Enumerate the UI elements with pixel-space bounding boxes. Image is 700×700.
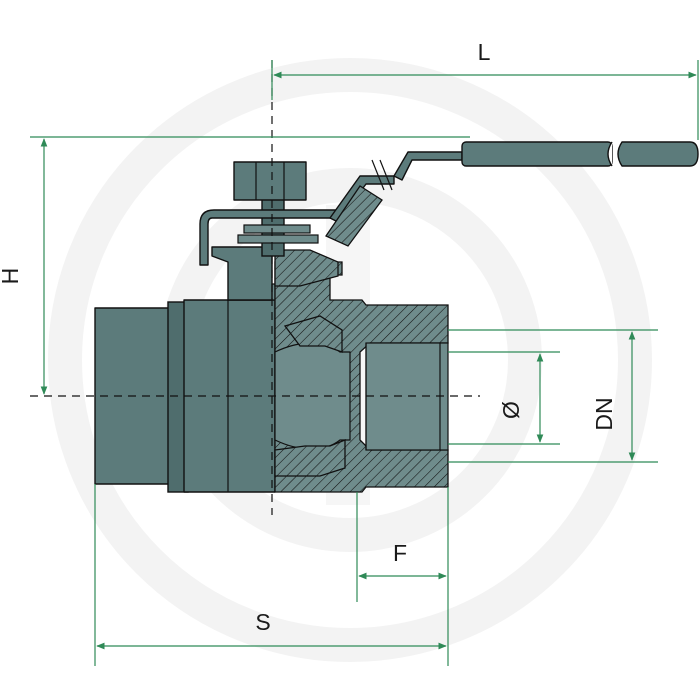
lever-end bbox=[617, 141, 699, 167]
label-H: H bbox=[0, 268, 23, 285]
label-S: S bbox=[255, 609, 270, 635]
locking-tab bbox=[325, 185, 383, 247]
dimension-DN: DN bbox=[448, 329, 658, 463]
dimension-S: S bbox=[94, 484, 449, 666]
valve-body bbox=[94, 246, 449, 493]
label-DN: DN bbox=[591, 397, 617, 430]
dimension-H: H bbox=[0, 136, 470, 395]
bonnet-section bbox=[274, 249, 339, 287]
label-L: L bbox=[478, 39, 491, 65]
lever-neck bbox=[393, 151, 463, 181]
lower-seat bbox=[274, 439, 346, 477]
label-diameter: Ø bbox=[498, 401, 524, 419]
upper-seat bbox=[283, 315, 343, 353]
lever-grip bbox=[461, 141, 613, 167]
label-F: F bbox=[393, 540, 407, 566]
dimension-diameter: Ø bbox=[448, 351, 560, 445]
right-bore bbox=[365, 342, 449, 451]
washer bbox=[243, 224, 311, 234]
dimension-L: L bbox=[271, 39, 699, 140]
dimension-F: F bbox=[356, 487, 449, 602]
stem-and-handle bbox=[199, 141, 699, 266]
gland-nut bbox=[233, 161, 307, 201]
